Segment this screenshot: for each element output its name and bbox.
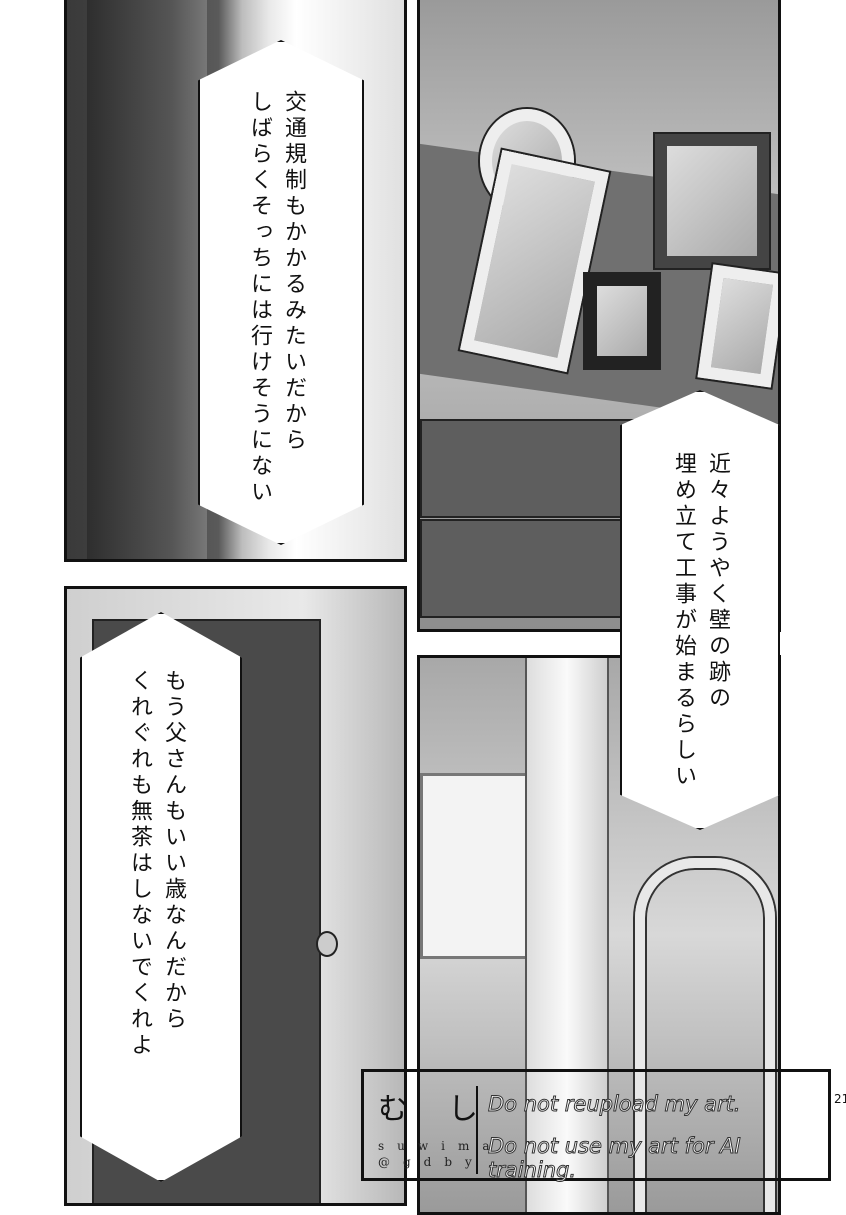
- bentwood-chair: [635, 858, 775, 1212]
- caption-line: しばらくそっちには行けそうにない: [247, 90, 272, 506]
- door-knob: [316, 931, 338, 957]
- photo-frame: [697, 264, 778, 388]
- caption-line: くれぐれも無茶はしないでくれよ: [127, 669, 152, 1059]
- door-frame: [87, 0, 207, 559]
- caption-box-3: もう父さんもいい歳なんだから くれぐれも無茶はしないでくれよ: [80, 612, 242, 1182]
- caption-text: 交通規制もかかるみたいだから しばらくそっちには行けそうにない: [242, 90, 310, 506]
- notice-reupload: Do not reupload my art.: [487, 1092, 741, 1117]
- caption-line: 近々ようやく壁の跡の: [705, 452, 730, 712]
- notice-ai-training: Do not use my art for AI training.: [488, 1134, 742, 1183]
- divider: [476, 1086, 478, 1174]
- caption-text: 近々ようやく壁の跡の 埋め立て工事が始まるらしい: [666, 452, 734, 790]
- caption-line: 埋め立て工事が始まるらしい: [671, 452, 696, 790]
- caption-line: 交通規制もかかるみたいだから: [281, 90, 306, 454]
- handle-line: suwima: [378, 1139, 503, 1153]
- photo-frame: [585, 274, 659, 368]
- caption-line: もう父さんもいい歳なんだから: [161, 669, 186, 1033]
- curtain: [525, 658, 609, 1212]
- photo-frame: [655, 134, 769, 268]
- caption-text: もう父さんもいい歳なんだから くれぐれも無茶はしないでくれよ: [122, 669, 190, 1059]
- author-name: むし: [378, 1092, 518, 1127]
- author-handle: suwima @gdby: [378, 1138, 503, 1170]
- page-number: 21: [834, 1092, 846, 1106]
- credit-box: むし suwima @gdby Do not reupload my art. …: [361, 1069, 831, 1183]
- caption-box-2: 近々ようやく壁の跡の 埋め立て工事が始まるらしい: [620, 390, 780, 830]
- handle-line: @gdby: [378, 1155, 485, 1169]
- caption-box-1: 交通規制もかかるみたいだから しばらくそっちには行けそうにない: [198, 40, 364, 545]
